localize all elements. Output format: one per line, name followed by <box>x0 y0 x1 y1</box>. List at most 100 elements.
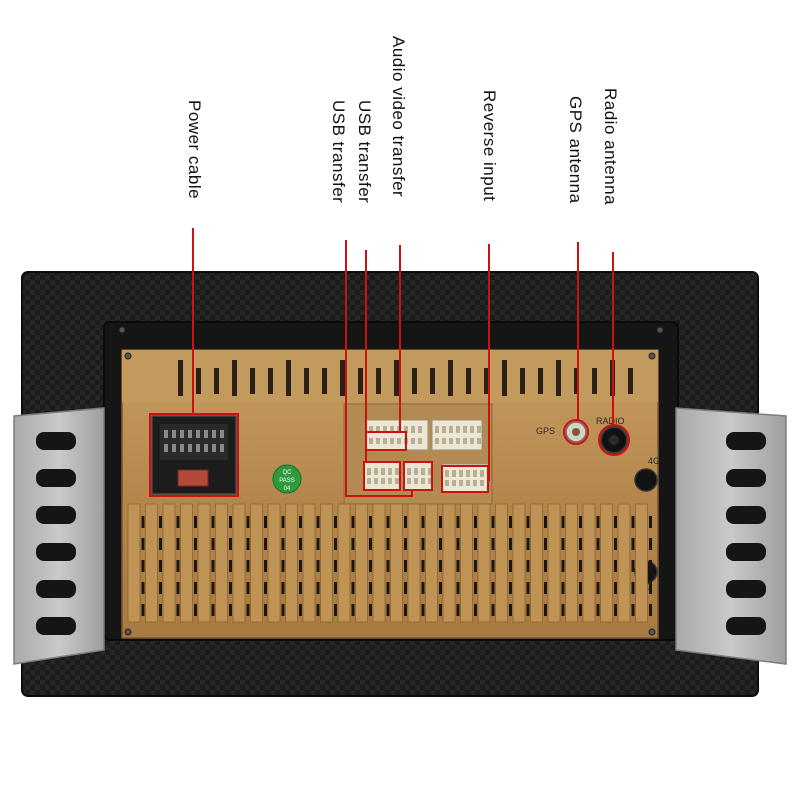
housing-upper-band <box>122 350 658 402</box>
vent-hole <box>509 560 512 572</box>
vent-hole <box>631 560 635 572</box>
vent-hole <box>176 604 180 616</box>
connector-pin <box>383 426 387 433</box>
vent-hole <box>246 582 250 594</box>
vent-hole <box>281 604 285 616</box>
usb-transfer-label-1: USB transfer <box>355 100 374 204</box>
vent-fin <box>425 503 438 623</box>
vent-slot <box>232 360 237 396</box>
connector-pin <box>180 430 184 438</box>
bracket-slot <box>726 506 766 524</box>
connector-pin <box>473 470 477 477</box>
vent-hole <box>561 516 565 528</box>
vent-hole <box>141 516 145 528</box>
connector-pin <box>388 478 392 484</box>
vent-hole <box>299 604 302 616</box>
connector-pin <box>421 478 425 484</box>
vent-hole <box>176 516 180 528</box>
connector-pin <box>449 438 453 444</box>
vent-hole <box>194 604 197 616</box>
bracket-slot <box>36 580 76 598</box>
vent-hole <box>351 604 355 616</box>
vent-hole <box>526 582 530 594</box>
fourg-top-label: 4G <box>648 456 660 466</box>
vent-slot <box>592 368 597 394</box>
connector-pin <box>418 426 422 433</box>
audio-video-transfer-label: Audio video transfer <box>389 36 408 198</box>
connector-pin <box>196 430 200 438</box>
vent-hole <box>456 582 460 594</box>
vent-hole <box>631 604 635 616</box>
gps-callout-ring <box>563 419 589 445</box>
vent-hole <box>509 604 512 616</box>
vent-fin <box>460 503 473 623</box>
bracket-slot <box>726 617 766 635</box>
vent-hole <box>299 516 302 528</box>
vent-fin <box>197 503 211 623</box>
bracket-slot <box>36 432 76 450</box>
connector-pin <box>407 468 411 475</box>
radio-panel-label: RADIO <box>596 416 625 426</box>
vent-hole <box>579 604 582 616</box>
vent-hole <box>229 582 232 594</box>
vent-hole <box>299 582 302 594</box>
vent-fin <box>617 503 631 623</box>
vent-hole <box>439 582 442 594</box>
connector-pin <box>188 430 192 438</box>
connector-pin <box>466 470 470 477</box>
connector-pin <box>381 468 385 475</box>
vent-hole <box>456 538 460 550</box>
vent-hole <box>176 538 180 550</box>
vent-fin <box>250 503 263 623</box>
vent-fin <box>600 503 613 623</box>
vent-hole <box>246 538 250 550</box>
bracket-slot <box>36 543 76 561</box>
vent-hole <box>351 560 355 572</box>
vent-hole <box>386 604 390 616</box>
gps-connector <box>565 421 587 443</box>
vent-hole <box>386 560 390 572</box>
connector-pin <box>466 480 470 486</box>
reverse-leader <box>488 244 490 481</box>
vent-hole <box>281 538 285 550</box>
vent-hole <box>194 560 197 572</box>
connector-pin <box>470 426 474 433</box>
vent-hole <box>316 538 320 550</box>
vent-hole <box>369 560 372 572</box>
vent-hole <box>596 604 600 616</box>
vent-hole <box>299 538 302 550</box>
vent-hole <box>596 538 600 550</box>
connector-pin <box>463 426 467 433</box>
vent-fin <box>302 503 316 623</box>
white-connector-block <box>431 419 483 451</box>
connector-pin <box>421 468 425 475</box>
vent-hole <box>246 516 250 528</box>
vent-hole <box>141 560 145 572</box>
vent-hole <box>421 538 425 550</box>
connector-pin <box>456 426 460 433</box>
vent-hole <box>491 516 495 528</box>
qc-text-3: 04 <box>284 486 291 492</box>
connector-pin <box>459 480 463 486</box>
connector-pin <box>180 444 184 452</box>
vent-hole <box>281 560 285 572</box>
usb2-callout-box <box>403 461 433 491</box>
vent-fin <box>285 503 298 623</box>
radio-antenna-label: Radio antenna <box>601 88 620 206</box>
vent-hole <box>334 560 337 572</box>
vent-fin <box>565 503 578 623</box>
connector-pin <box>204 444 208 452</box>
vent-hole <box>141 604 145 616</box>
connector-pin <box>388 468 392 475</box>
connector-pin <box>196 444 200 452</box>
connector-pin <box>445 480 449 486</box>
vent-hole <box>141 538 145 550</box>
connector-pin <box>212 444 216 452</box>
vent-hole <box>351 582 355 594</box>
vent-hole <box>351 538 355 550</box>
screw <box>124 352 132 360</box>
vent-slot <box>520 368 525 394</box>
vent-hole <box>579 560 582 572</box>
bracket-slot <box>726 432 766 450</box>
vent-hole <box>474 604 477 616</box>
